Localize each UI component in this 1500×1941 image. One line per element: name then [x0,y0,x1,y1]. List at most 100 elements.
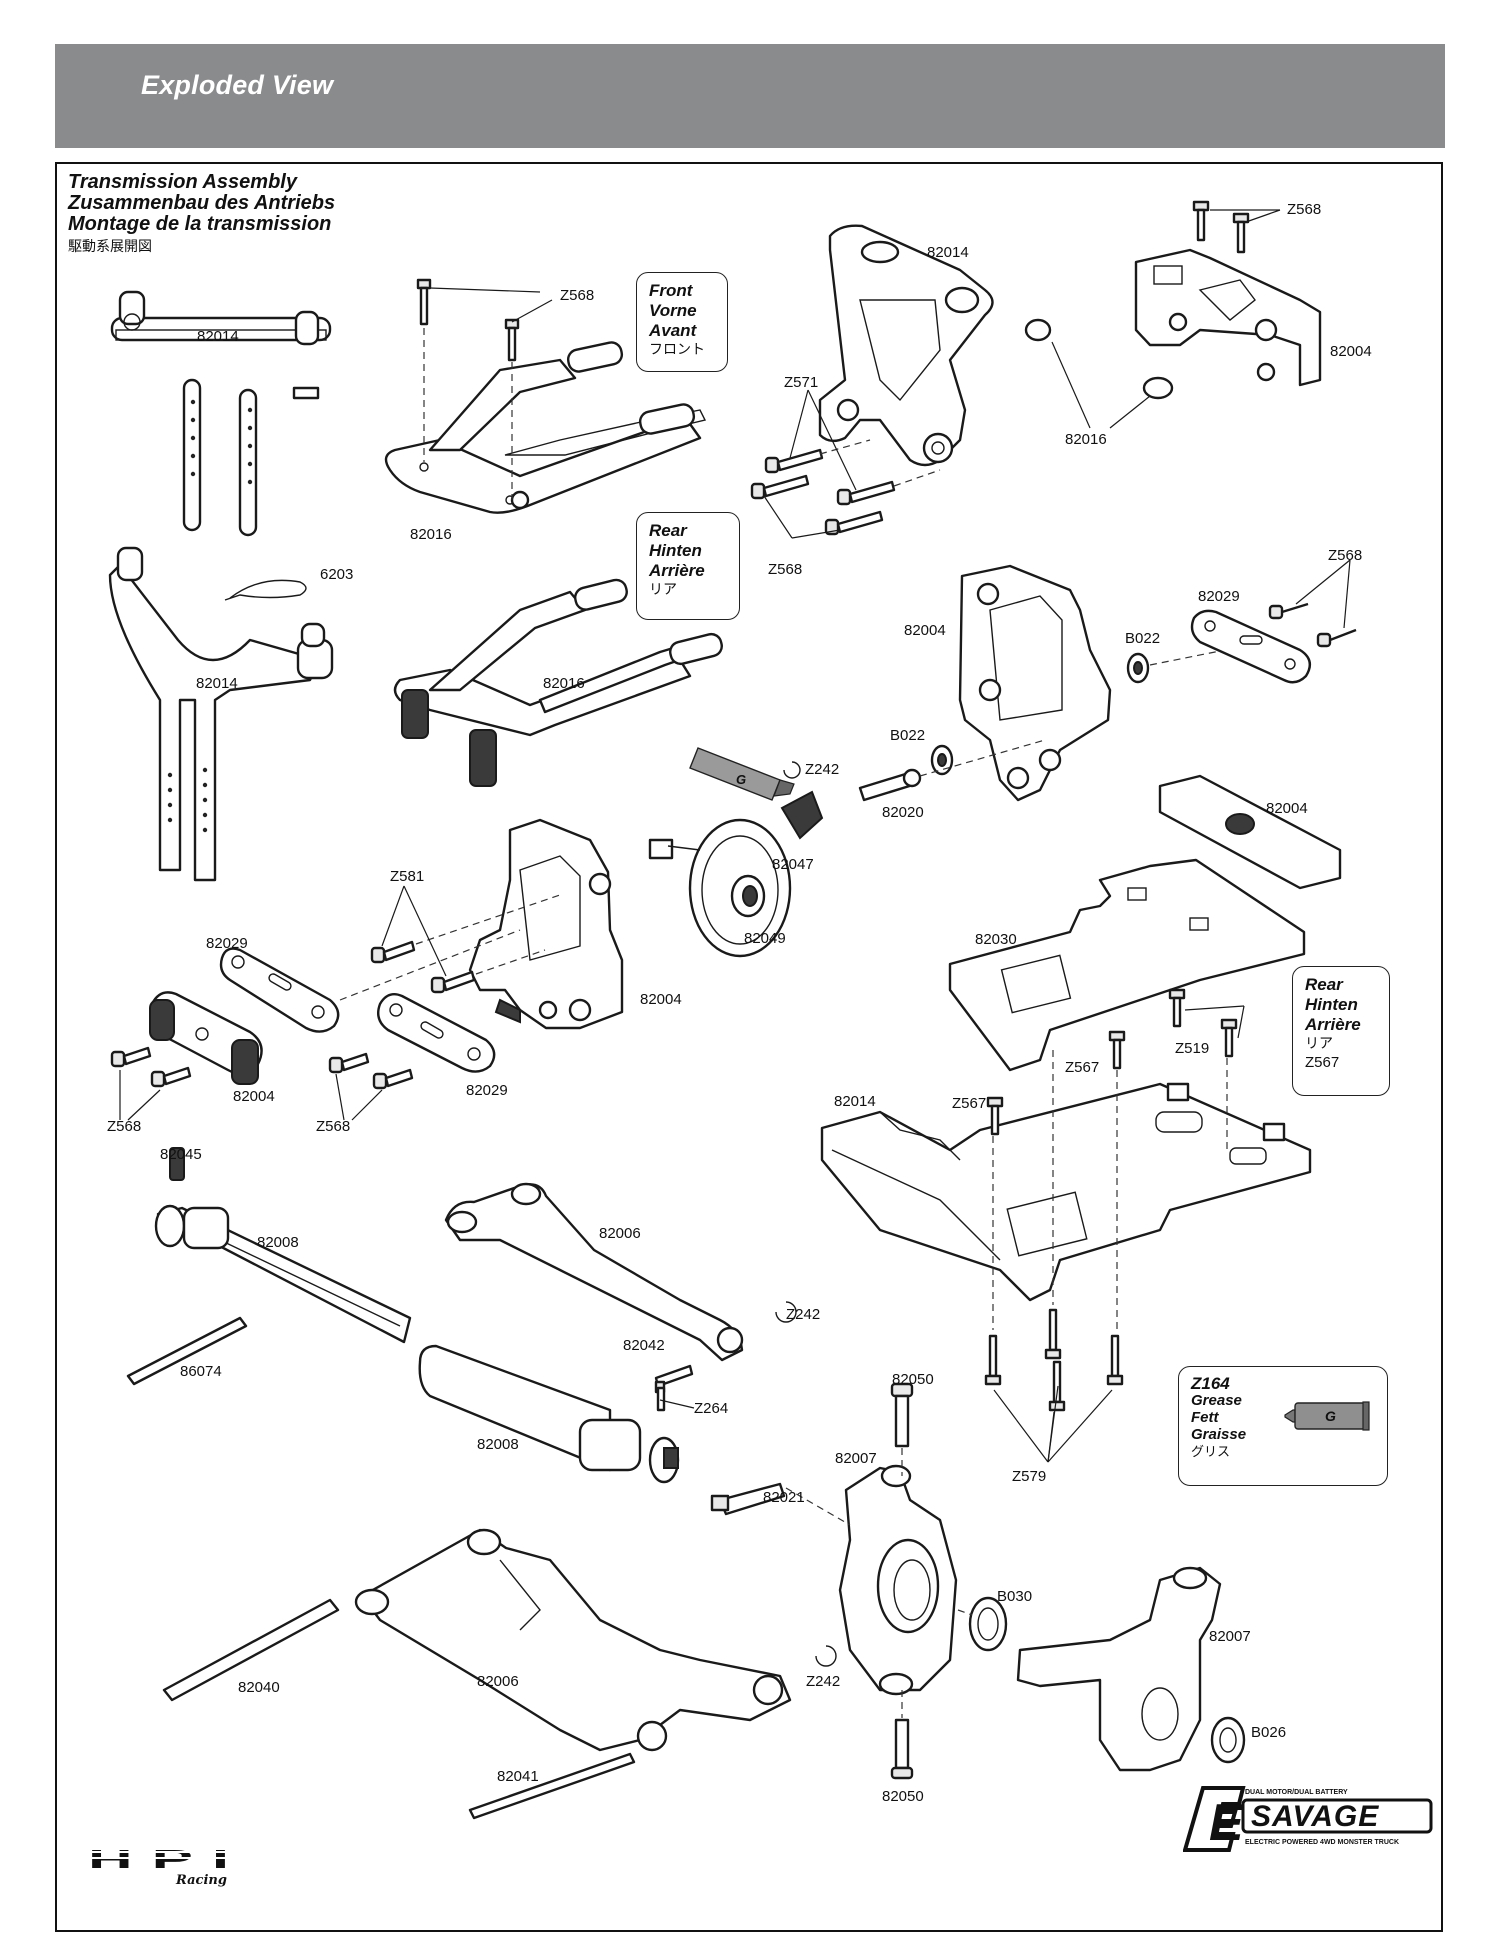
collars [1024,318,1174,400]
rear-plate-note-de: Hinten [1305,995,1358,1014]
label-82014-c: 82014 [927,244,969,261]
rear-plate-note-jp: リア [1305,1035,1333,1051]
pin-82041 [468,1752,636,1820]
suspension-mount-lower-right [377,993,496,1073]
part-labels: 82014 82014 82014 82014 82016 82016 8201… [107,201,1372,1805]
e-savage-logo-top: DUAL MOTOR/DUAL BATTERY [1245,1789,1348,1796]
grease-fr: Graisse [1191,1426,1247,1443]
pinion-gear [780,790,824,840]
pin-86074 [126,1316,248,1386]
label-82006-b: 82006 [477,1673,519,1690]
label-z568-f: Z568 [316,1118,350,1135]
rear-bulkhead-bar [1158,774,1342,890]
pin-82040 [162,1598,340,1702]
section-title-de: Zusammenbau des Antriebs [68,192,336,214]
suspension-mount-upper-left [219,947,340,1033]
label-82004-a: 82004 [1330,343,1372,360]
label-z581: Z581 [390,868,424,885]
front-note-en: Front [649,281,693,300]
label-82014-d: 82014 [834,1093,876,1110]
suspension-mount-right [1190,602,1357,684]
rear-note-jp: リア [649,581,677,597]
label-82007-a: 82007 [835,1450,877,1467]
page-header-bar: Exploded View [55,44,1445,148]
label-82008-a: 82008 [257,1234,299,1251]
pins [126,1316,694,1820]
label-82004-c: 82004 [1266,800,1308,817]
bearing-b026 [1210,1716,1246,1764]
front-note-jp: フロント [649,341,705,357]
chassis-top-plate [948,858,1306,1072]
label-b022-a: B022 [1125,630,1160,647]
label-82016-c: 82016 [1065,431,1107,448]
hub-carrier [838,1464,958,1696]
label-82004-e: 82004 [233,1088,275,1105]
label-z568-b: Z568 [560,287,594,304]
rear-note-fr: Arrière [649,561,705,580]
page-title: Exploded View [141,70,334,100]
section-title-fr: Montage de la transmission [68,213,332,235]
label-82041: 82041 [497,1768,539,1785]
label-z242-c: Z242 [806,1673,840,1690]
grease-tube-letter: G [1325,1408,1336,1424]
label-82004-d: 82004 [640,991,682,1008]
bearing-b022-lower [930,744,954,776]
front-gearbox-bulkhead [468,818,624,1030]
label-82021: 82021 [763,1489,805,1506]
pin-z264 [656,1386,666,1412]
label-z264: Z264 [694,1400,728,1417]
label-z567-a: Z567 [1065,1059,1099,1076]
diagram-frame [55,162,1443,1932]
axle-82021 [710,1482,851,1526]
suspension-mount-left-lower [149,991,263,1085]
front-bumper [384,341,707,514]
hpi-logo-script: Racing [175,1873,227,1888]
label-z242-a: Z242 [805,761,839,778]
label-b030: B030 [997,1588,1032,1605]
diff-grease-letter: G [736,772,746,787]
front-note: Front Vorne Avant フロント [636,272,728,372]
label-z568-d: Z568 [1328,547,1362,564]
label-82042: 82042 [623,1337,665,1354]
label-z519: Z519 [1175,1040,1209,1057]
body-clip [224,579,307,601]
e-savage-logo: E DUAL MOTOR/DUAL BATTERY SAVAGE ELECTRI… [1183,1786,1433,1852]
label-82004-b: 82004 [904,622,946,639]
rear-note-de: Hinten [649,541,702,560]
rear-bumper [393,578,723,787]
label-82047: 82047 [772,856,814,873]
chassis-bottom-plate [820,1082,1312,1302]
label-z579: Z579 [1012,1468,1046,1485]
bearing-b030 [968,1596,1008,1652]
steering-knuckle [1016,1566,1222,1772]
mount-screws-left [110,1046,414,1090]
label-82049: 82049 [744,930,786,947]
differential [648,818,792,958]
grease-tube-icon: G [1284,1401,1370,1431]
drive-shaft-upper [154,1147,412,1344]
label-b022-b: B022 [890,727,925,744]
bearing-b022-upper [1126,652,1150,684]
set-screw-82045 [169,1147,185,1181]
label-82030: 82030 [975,931,1017,948]
section-title-en: Transmission Assembly [68,171,297,193]
hpi-racing-logo: HPI Racing [88,1846,248,1888]
rear-note: Rear Hinten Arrière リア [636,512,740,620]
grease-jp: グリス [1191,1444,1231,1459]
label-z568-a: Z568 [1287,201,1321,218]
label-86074: 86074 [180,1363,222,1380]
label-82014-a: 82014 [197,328,239,345]
hpi-logo-word: HPI [88,1846,248,1874]
label-82014-b: 82014 [196,675,238,692]
lower-suspension-arm [354,1528,792,1752]
chassis-screws [984,988,1238,1412]
label-82045: 82045 [160,1146,202,1163]
grease-code: Z164 [1191,1374,1230,1393]
label-82006-a: 82006 [599,1225,641,1242]
label-82008-b: 82008 [477,1436,519,1453]
z571-screws [750,439,941,536]
body-post-front [110,290,332,537]
rear-plate-note-en: Rear [1305,975,1343,994]
label-6203: 6203 [320,566,353,583]
rear-bulkhead-gearbox [958,564,1112,802]
